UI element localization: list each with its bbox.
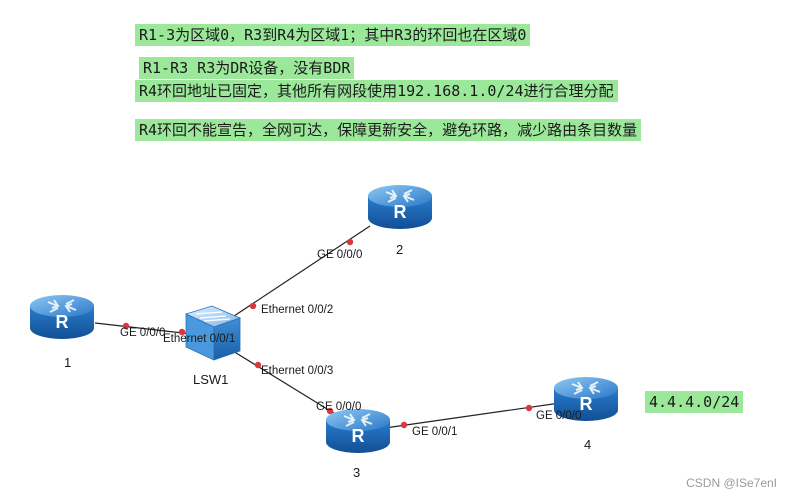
requirement-note-1: R1-3为区域0，R3到R4为区域1；其中R3的环回也在区域0 xyxy=(135,24,531,46)
port-label-r1-ge: GE 0/0/0 xyxy=(120,327,165,339)
port-dot-sw-e2 xyxy=(249,302,257,310)
link-sw-r2 xyxy=(224,225,371,323)
device-name-sw: LSW1 xyxy=(193,372,228,387)
port-label-r4-ge: GE 0/0/0 xyxy=(536,410,581,422)
requirement-note-3: R4环回地址已固定，其他所有网段使用192.168.1.0/24进行合理分配 xyxy=(135,80,618,102)
port-label-r3-ge1: GE 0/0/1 xyxy=(412,426,457,438)
port-label-sw-e2: Ethernet 0/0/2 xyxy=(261,304,333,316)
r4-loopback-label: 4.4.4.0/24 xyxy=(645,391,744,413)
router-icon[interactable] xyxy=(325,408,391,454)
port-dot-r2-ge xyxy=(346,238,354,246)
port-label-r2-ge: GE 0/0/0 xyxy=(317,249,362,261)
port-dot-r4-ge xyxy=(525,404,533,412)
requirement-note-4: R4环回不能宣告，全网可达，保障更新安全，避免环路，减少路由条目数量 xyxy=(135,119,642,141)
device-name-r1: 1 xyxy=(64,355,71,370)
device-name-r2: 2 xyxy=(396,242,403,257)
requirement-note-2: R1-R3 R3为DR设备，没有BDR xyxy=(139,57,355,79)
port-label-r3-ge0: GE 0/0/0 xyxy=(316,401,361,413)
port-dot-r3-ge0 xyxy=(326,407,334,415)
link-sw-r3 xyxy=(227,347,346,421)
switch-icon[interactable] xyxy=(184,305,242,361)
router-icon[interactable] xyxy=(29,294,95,340)
watermark: CSDN @ISe7enI xyxy=(686,476,777,490)
port-dot-r1-ge xyxy=(122,322,130,330)
port-label-sw-e3: Ethernet 0/0/3 xyxy=(261,365,333,377)
port-dot-sw-e1 xyxy=(178,328,186,336)
port-dot-r3-ge1 xyxy=(400,421,408,429)
port-dot-sw-e3 xyxy=(254,361,262,369)
link-r3-r4 xyxy=(384,402,561,429)
device-name-r3: 3 xyxy=(353,465,360,480)
port-label-sw-e1: Ethernet 0/0/1 xyxy=(163,333,235,345)
router-icon[interactable] xyxy=(367,184,433,230)
device-name-r4: 4 xyxy=(584,437,591,452)
